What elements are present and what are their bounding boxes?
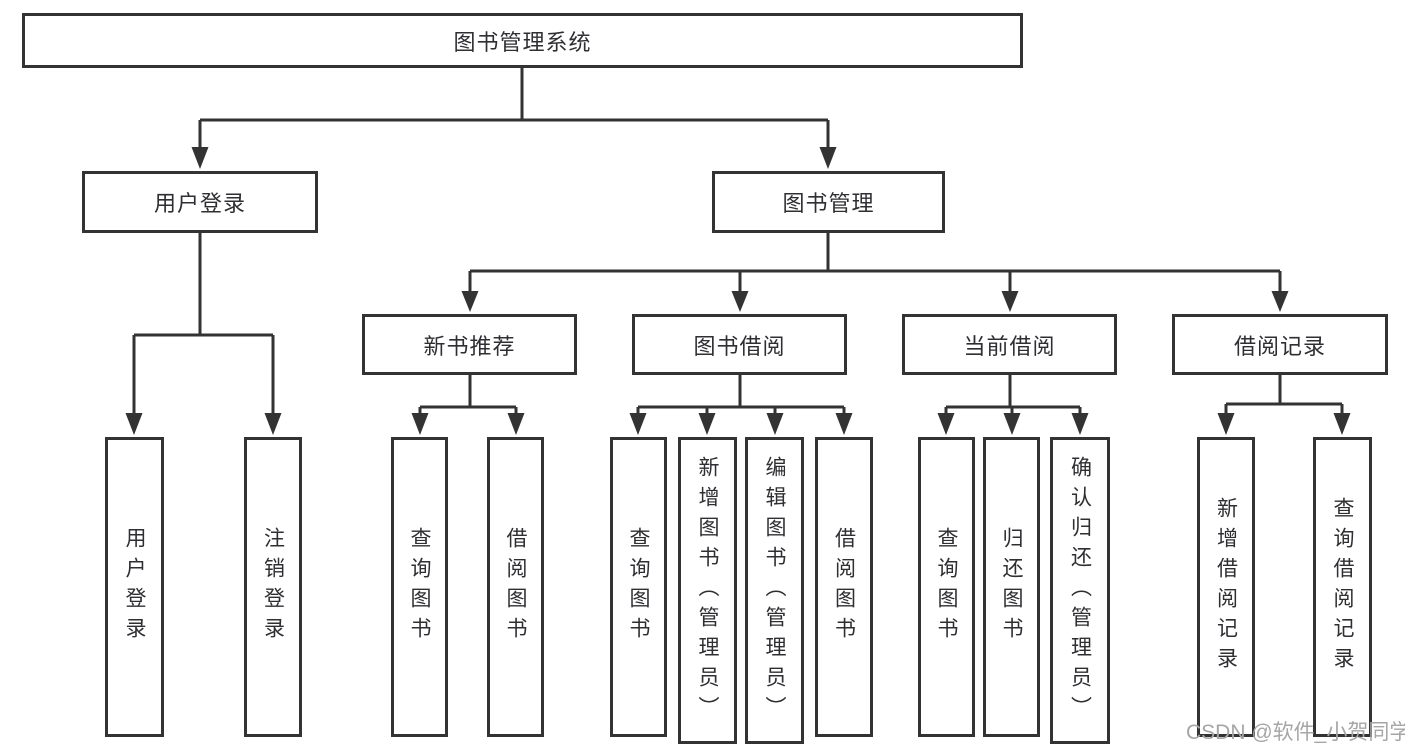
connector-borrow-to-leaves <box>629 375 853 435</box>
arrowhead-icon <box>125 413 143 435</box>
leaf-label: 编辑图书（管理员） <box>763 455 786 726</box>
leaf-label: 确认归还（管理员） <box>1068 455 1092 726</box>
arrowhead-icon <box>1217 413 1235 435</box>
connector-new-rec-to-leaves <box>411 375 525 435</box>
leaf-recommend-query-books: 查询图书 <box>391 437 448 737</box>
leaf-logout: 注销登录 <box>244 437 302 737</box>
leaf-borrowing-edit-books-admin: 编辑图书（管理员） <box>745 437 804 744</box>
arrowhead-icon <box>629 413 647 435</box>
connector-root-to-level2 <box>191 68 837 169</box>
node-label: 图书管理系统 <box>453 29 592 55</box>
leaf-label: 查询借阅记录 <box>1331 497 1354 677</box>
arrowhead-icon <box>937 413 955 435</box>
node-current-borrowing: 当前借阅 <box>902 314 1117 375</box>
node-label: 借阅记录 <box>1233 333 1326 359</box>
leaf-label: 用户登录 <box>123 527 146 647</box>
arrowhead-icon <box>1003 413 1021 435</box>
connector-user-login-to-leaves <box>125 233 282 435</box>
leaf-label: 归还图书 <box>1000 527 1023 647</box>
arrowhead-icon <box>731 291 749 312</box>
node-label: 当前借阅 <box>963 333 1056 359</box>
arrowhead-icon <box>819 147 837 169</box>
arrowhead-icon <box>191 147 209 169</box>
connector-records-to-leaves <box>1217 375 1351 435</box>
leaf-records-query-record: 查询借阅记录 <box>1313 437 1372 737</box>
node-new-book-recommend: 新书推荐 <box>362 314 577 375</box>
leaf-label: 查询图书 <box>408 527 431 647</box>
node-book-management: 图书管理 <box>712 171 945 233</box>
watermark: CSDN @软件_小贺同学 <box>1186 721 1405 744</box>
leaf-label: 新增借阅记录 <box>1214 497 1238 677</box>
leaf-label: 新增图书（管理员） <box>696 455 719 726</box>
leaf-borrowing-add-books-admin: 新增图书（管理员） <box>678 437 737 744</box>
node-root-system: 图书管理系统 <box>22 13 1023 68</box>
leaf-label: 注销登录 <box>261 527 285 647</box>
leaf-borrowing-borrow-books: 借阅图书 <box>815 437 873 737</box>
leaf-current-query-books: 查询图书 <box>918 437 975 737</box>
connector-book-mgmt-to-level3 <box>461 233 1289 312</box>
arrowhead-icon <box>1001 291 1019 312</box>
leaf-recommend-borrow-books: 借阅图书 <box>487 437 544 737</box>
node-label: 图书借阅 <box>693 333 786 359</box>
node-label: 用户登录 <box>153 191 246 216</box>
leaf-label: 查询图书 <box>627 527 650 647</box>
leaf-label: 借阅图书 <box>504 527 527 647</box>
leaf-label: 查询图书 <box>935 527 958 647</box>
leaf-current-confirm-return-admin: 确认归还（管理员） <box>1050 437 1110 744</box>
connector-current-to-leaves <box>937 375 1089 435</box>
arrowhead-icon <box>1071 413 1089 435</box>
arrowhead-icon <box>1333 413 1351 435</box>
arrowhead-icon <box>507 413 525 435</box>
leaf-current-return-books: 归还图书 <box>983 437 1040 737</box>
arrowhead-icon <box>411 413 429 435</box>
leaf-user-login: 用户登录 <box>105 437 164 737</box>
arrowhead-icon <box>835 413 853 435</box>
leaf-borrowing-query-books: 查询图书 <box>610 437 667 737</box>
node-user-login: 用户登录 <box>82 171 318 233</box>
node-label: 新书推荐 <box>423 333 516 359</box>
arrowhead-icon <box>698 413 716 435</box>
leaf-label: 借阅图书 <box>832 527 856 647</box>
arrowhead-icon <box>766 413 784 435</box>
arrowhead-icon <box>1271 291 1289 312</box>
node-label: 图书管理 <box>782 191 875 216</box>
node-borrowing-records: 借阅记录 <box>1172 314 1388 375</box>
leaf-records-add-record: 新增借阅记录 <box>1197 437 1255 737</box>
node-book-borrowing: 图书借阅 <box>632 314 847 375</box>
arrowhead-icon <box>461 291 479 312</box>
arrowhead-icon <box>264 413 282 435</box>
